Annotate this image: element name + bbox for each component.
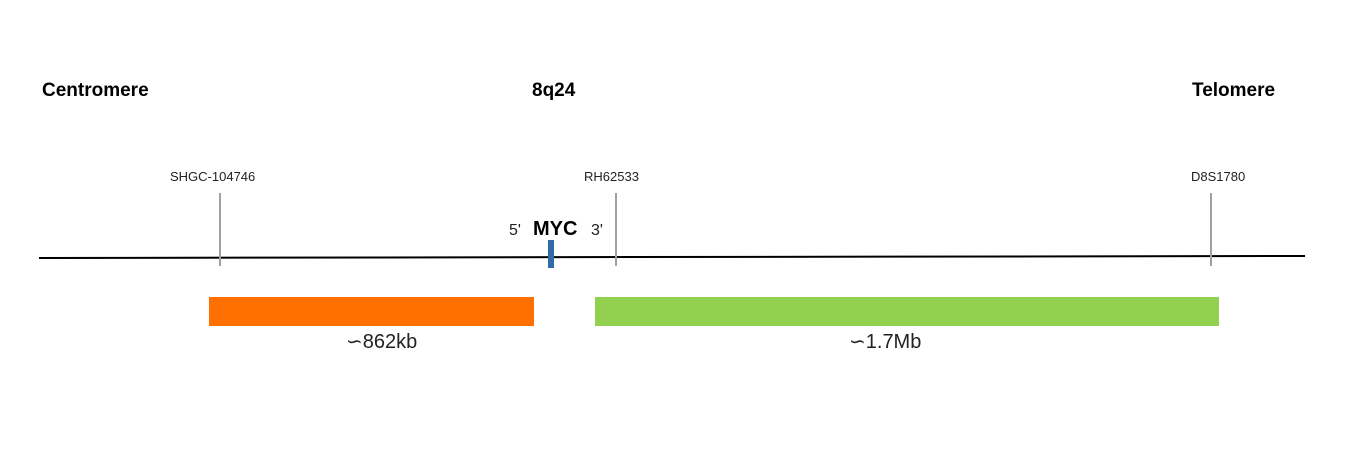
myc-gene-mark [548,240,554,268]
three-prime-label: 3' [591,222,603,239]
marker-label-rh62533: RH62533 [584,169,639,184]
five-prime-label: 5' [509,222,521,239]
marker-label-shgc-104746: SHGC-104746 [170,169,256,184]
region-label: 8q24 [532,80,576,101]
chromosome-line [38,255,1306,259]
telomere-label: Telomere [1192,80,1276,101]
centromere-label: Centromere [42,80,149,101]
telomeric-segment-size-label: ∽1.7Mb [849,331,922,353]
centromeric-segment-bar [209,297,534,326]
telomeric-segment-bar [595,297,1219,326]
gene-label: MYC [533,218,578,240]
centromeric-segment-size-label: ∽862kb [346,331,418,353]
marker-label-d8s1780: D8S1780 [1191,169,1246,184]
